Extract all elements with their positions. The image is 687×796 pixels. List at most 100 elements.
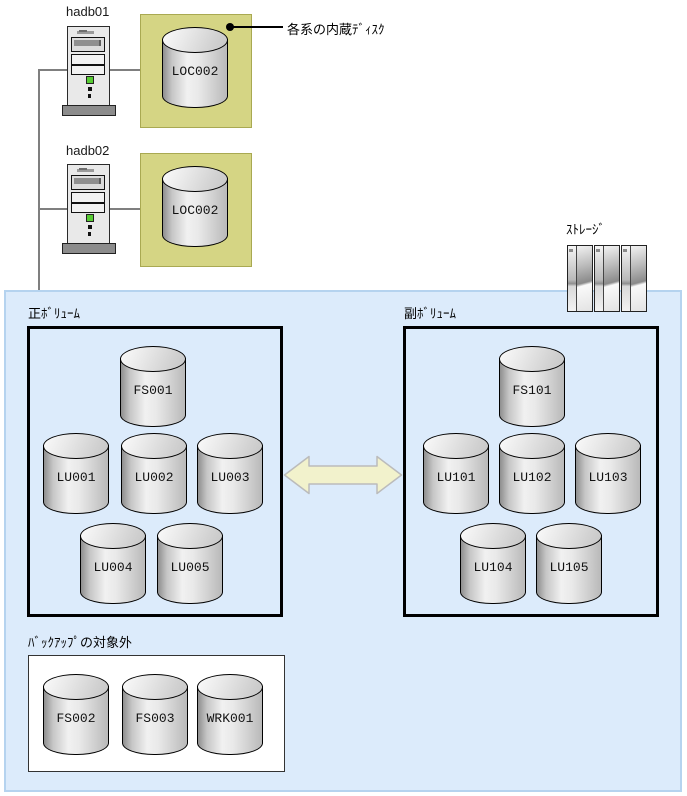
volume-cylinder-lu101: LU101 (423, 433, 489, 516)
volume-cylinder-fs003: FS003 (122, 674, 188, 757)
volume-label: LU004 (93, 560, 133, 575)
cylinder-top (197, 674, 263, 700)
secondary-volume-box (403, 326, 659, 617)
callout-bullet (226, 23, 234, 31)
server-vent (77, 30, 94, 34)
cylinder-top (80, 523, 146, 549)
server-drive-bay (71, 175, 105, 190)
server2-tower-icon (62, 164, 116, 254)
server-led-icon (86, 214, 94, 222)
server-drive-bar (74, 40, 101, 46)
cabinet-strip (595, 246, 604, 311)
cylinder-top (122, 674, 188, 700)
cylinder-top (499, 346, 565, 372)
cabinet-panel (631, 246, 646, 311)
volume-cylinder-fs101: FS101 (499, 346, 565, 429)
cylinder-top (121, 433, 187, 459)
backup-excluded-label: ﾊﾞｯｸｱｯﾌﾟの対象外 (28, 635, 133, 650)
server-drive-bay (71, 37, 105, 52)
server-button (88, 94, 91, 98)
server-bay (71, 203, 105, 213)
cylinder-top (197, 433, 263, 459)
cabinet-mark (623, 249, 627, 252)
server-led-icon (86, 76, 94, 84)
volume-cylinder-fs002: FS002 (43, 674, 109, 757)
volume-cylinder-lu001: LU001 (43, 433, 109, 516)
cylinder-top (162, 166, 228, 192)
server-bay (71, 54, 105, 65)
cylinder-top (499, 433, 565, 459)
volume-label: LU002 (134, 470, 174, 485)
cylinder-body (499, 445, 565, 514)
volume-cylinder-lu104: LU104 (460, 523, 526, 606)
volume-label: LU103 (588, 470, 628, 485)
server-button (88, 232, 91, 236)
volume-label: WRK001 (206, 711, 254, 726)
storage-cabinet (594, 245, 620, 312)
volume-label: FS002 (56, 711, 96, 726)
volume-cylinder-lu005: LU005 (157, 523, 223, 606)
volume-label: LOC002 (171, 203, 219, 218)
server-vent (77, 168, 94, 172)
cabinet-panel (577, 246, 592, 311)
server-base (62, 243, 116, 254)
volume-label: LU101 (436, 470, 476, 485)
server2-local-disk-cylinder: LOC002 (162, 166, 228, 249)
volume-label: LU005 (170, 560, 210, 575)
volume-cylinder-fs001: FS001 (120, 346, 186, 429)
volume-label: LU105 (549, 560, 589, 575)
cylinder-top (575, 433, 641, 459)
volume-label: LOC002 (171, 64, 219, 79)
secondary-volume-label: 副ﾎﾞﾘｭｰﾑ (404, 306, 457, 321)
volume-cylinder-lu102: LU102 (499, 433, 565, 516)
storage-label: ｽﾄﾚｰｼﾞ (566, 222, 605, 237)
server1-name-label: hadb01 (66, 4, 110, 19)
volume-cylinder-wrk001: WRK001 (197, 674, 263, 757)
server-body (67, 164, 110, 244)
cylinder-body (162, 39, 228, 108)
volume-cylinder-lu004: LU004 (80, 523, 146, 606)
bus-line-vertical (38, 69, 40, 290)
callout-line (232, 26, 283, 28)
cylinder-top (43, 674, 109, 700)
primary-volume-label: 正ﾎﾞﾘｭｰﾑ (28, 306, 81, 321)
volume-label: FS003 (135, 711, 175, 726)
storage-cabinets-icon (567, 245, 647, 312)
cylinder-top (460, 523, 526, 549)
cabinet-strip (622, 246, 631, 311)
volume-label: LU104 (473, 560, 513, 575)
volume-label: LU001 (56, 470, 96, 485)
cylinder-top (157, 523, 223, 549)
volume-label: FS001 (133, 383, 173, 398)
server-button (88, 225, 92, 229)
server-bay (71, 65, 105, 75)
storage-cabinet (567, 245, 593, 312)
volume-cylinder-lu002: LU002 (121, 433, 187, 516)
cylinder-top (536, 523, 602, 549)
cabinet-panel (604, 246, 619, 311)
server-body (67, 26, 110, 106)
server-drive-bar (74, 178, 101, 184)
volume-cylinder-lu103: LU103 (575, 433, 641, 516)
volume-label: LU003 (210, 470, 250, 485)
cylinder-top (43, 433, 109, 459)
cylinder-top (120, 346, 186, 372)
primary-volume-box (27, 326, 283, 617)
cylinder-top (423, 433, 489, 459)
volume-label: FS101 (512, 383, 552, 398)
server-base (62, 105, 116, 116)
mirror-sync-arrow (283, 455, 403, 495)
storage-cabinet (621, 245, 647, 312)
server2-name-label: hadb02 (66, 143, 110, 158)
volume-cylinder-lu105: LU105 (536, 523, 602, 606)
server1-tower-icon (62, 26, 116, 116)
server-bay (71, 192, 105, 203)
cylinder-top (162, 27, 228, 53)
cabinet-mark (569, 249, 573, 252)
volume-label: LU102 (512, 470, 552, 485)
server-button (88, 87, 92, 91)
internal-disk-callout-label: 各系の内蔵ﾃﾞｨｽｸ (287, 22, 385, 37)
cabinet-strip (568, 246, 577, 311)
server1-local-disk-cylinder: LOC002 (162, 27, 228, 110)
